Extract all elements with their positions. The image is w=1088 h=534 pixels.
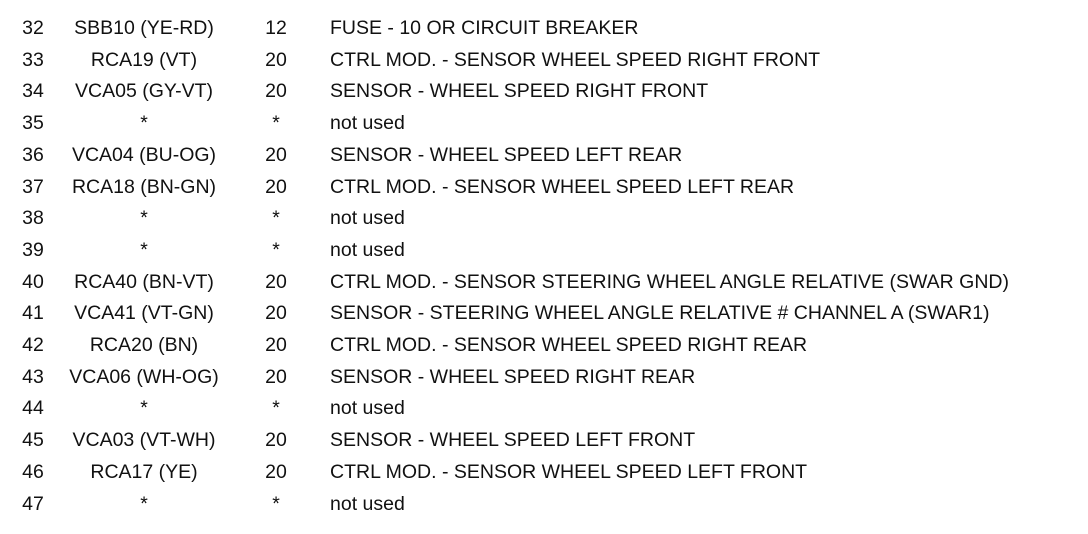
pin-number-cell: 37: [22, 175, 44, 198]
circuit-cell: *: [140, 492, 148, 515]
pin-number-cell: 46: [22, 460, 44, 483]
circuit-cell: VCA04 (BU-OG): [71, 143, 217, 166]
table-row: 35 * * not used: [0, 108, 1009, 140]
table-row: 46 RCA17 (YE) 20 CTRL MOD. - SENSOR WHEEL S…: [0, 457, 1009, 489]
function-cell: SENSOR - WHEEL SPEED LEFT FRONT: [330, 429, 696, 452]
pin-number-cell: 45: [22, 429, 44, 452]
pin-number-cell: 32: [22, 17, 44, 39]
table-row: 37 RCA18 (BN-GN) 20 CTRL MOD. - SENSOR WHEE…: [0, 172, 1009, 204]
table-row: 32 SBB10 (YE-RD) 12 FUSE - 10 OR CIRCUIT BR…: [0, 13, 1009, 45]
wire-gauge-cell: *: [272, 492, 280, 515]
wire-gauge-cell: 20: [265, 143, 287, 166]
pin-number-cell: 40: [22, 270, 44, 293]
pin-number-cell: 36: [22, 143, 44, 166]
function-cell: not used: [330, 238, 405, 261]
pinout-table-body: 32 SBB10 (YE-RD) 12 FUSE - 10 OR CIRCUIT BR…: [0, 13, 1009, 520]
function-cell: CTRL MOD. - SENSOR WHEEL SPEED LEFT REAR: [330, 175, 795, 198]
function-cell: CTRL MOD. - SENSOR WHEEL SPEED RIGHT FRO…: [330, 48, 821, 71]
pin-number-cell: 47: [22, 492, 44, 515]
wire-gauge-cell: 12: [265, 17, 287, 39]
wire-gauge-cell: *: [272, 207, 280, 230]
function-cell: not used: [330, 112, 405, 135]
function-cell: FUSE - 10 OR CIRCUIT BREAKER: [330, 17, 639, 39]
wire-gauge-cell: 20: [265, 80, 287, 103]
circuit-cell: SBB10 (YE-RD): [74, 17, 214, 39]
pin-number-cell: 35: [22, 112, 44, 135]
wire-gauge-cell: 20: [265, 48, 287, 71]
table-row: 38 * * not used: [0, 203, 1009, 235]
pin-number-cell: 42: [22, 334, 44, 357]
function-cell: not used: [330, 492, 405, 515]
table-row: 44 * * not used: [0, 393, 1009, 425]
function-cell: SENSOR - STEERING WHEEL ANGLE RELATIVE #…: [330, 302, 990, 325]
pin-number-cell: 39: [22, 238, 44, 261]
function-cell: CTRL MOD. - SENSOR WHEEL SPEED RIGHT REA…: [330, 334, 808, 357]
pin-number-cell: 33: [22, 48, 44, 71]
wire-gauge-cell: 20: [265, 460, 287, 483]
wire-gauge-cell: *: [272, 112, 280, 135]
table-row: 45 VCA03 (VT-WH) 20 SENSOR - WHEEL SPEED LE…: [0, 425, 1009, 457]
wire-gauge-cell: *: [272, 238, 280, 261]
function-cell: SENSOR - WHEEL SPEED LEFT REAR: [330, 143, 683, 166]
pin-number-cell: 44: [22, 397, 44, 420]
function-cell: SENSOR - WHEEL SPEED RIGHT FRONT: [330, 80, 709, 103]
circuit-cell: VCA03 (VT-WH): [72, 429, 216, 452]
circuit-cell: RCA18 (BN-GN): [71, 175, 217, 198]
wire-gauge-cell: 20: [265, 270, 287, 293]
circuit-cell: VCA41 (VT-GN): [74, 302, 214, 325]
wire-gauge-cell: *: [272, 397, 280, 420]
wire-gauge-cell: 20: [265, 175, 287, 198]
circuit-cell: *: [140, 112, 148, 135]
function-cell: SENSOR - WHEEL SPEED RIGHT REAR: [330, 365, 696, 388]
table-row: 42 RCA20 (BN) 20 CTRL MOD. - SENSOR WHEEL S…: [0, 330, 1009, 362]
circuit-cell: *: [140, 238, 148, 261]
table-row: 34 VCA05 (GY-VT) 20 SENSOR - WHEEL SPEED RI…: [0, 76, 1009, 108]
pin-number-cell: 34: [22, 80, 44, 103]
wire-gauge-cell: 20: [265, 365, 287, 388]
wire-gauge-cell: 20: [265, 334, 287, 357]
table-row: 40 RCA40 (BN-VT) 20 CTRL MOD. - SENSOR STEE…: [0, 267, 1009, 299]
connector-pinout-table: 32 SBB10 (YE-RD) 12 FUSE - 10 OR CIRCUIT BR…: [0, 13, 1009, 520]
pin-number-cell: 41: [22, 302, 44, 325]
function-cell: CTRL MOD. - SENSOR STEERING WHEEL ANGLE …: [330, 270, 1009, 293]
circuit-cell: VCA05 (GY-VT): [75, 80, 213, 103]
circuit-cell: *: [140, 397, 148, 420]
wire-gauge-cell: 20: [265, 302, 287, 325]
table-row: 47 * * not used: [0, 489, 1009, 521]
circuit-cell: RCA19 (VT): [90, 48, 198, 71]
circuit-cell: RCA20 (BN): [89, 334, 199, 357]
table-row: 43 VCA06 (WH-OG) 20 SENSOR - WHEEL SPEED RI…: [0, 362, 1009, 394]
wire-gauge-cell: 20: [265, 429, 287, 452]
function-cell: not used: [330, 207, 405, 230]
table-row: 39 * * not used: [0, 235, 1009, 267]
table-row: 36 VCA04 (BU-OG) 20 SENSOR - WHEEL SPEED LE…: [0, 140, 1009, 172]
circuit-cell: *: [140, 207, 148, 230]
circuit-cell: VCA06 (WH-OG): [69, 365, 219, 388]
circuit-cell: RCA17 (YE): [90, 460, 198, 483]
pin-number-cell: 43: [22, 365, 44, 388]
table-row: 33 RCA19 (VT) 20 CTRL MOD. - SENSOR WHEEL S…: [0, 45, 1009, 77]
function-cell: not used: [330, 397, 405, 420]
table-row: 41 VCA41 (VT-GN) 20 SENSOR - STEERING WHEEL…: [0, 298, 1009, 330]
function-cell: CTRL MOD. - SENSOR WHEEL SPEED LEFT FRON…: [330, 460, 808, 483]
circuit-cell: RCA40 (BN-VT): [74, 270, 214, 293]
pin-number-cell: 38: [22, 207, 44, 230]
